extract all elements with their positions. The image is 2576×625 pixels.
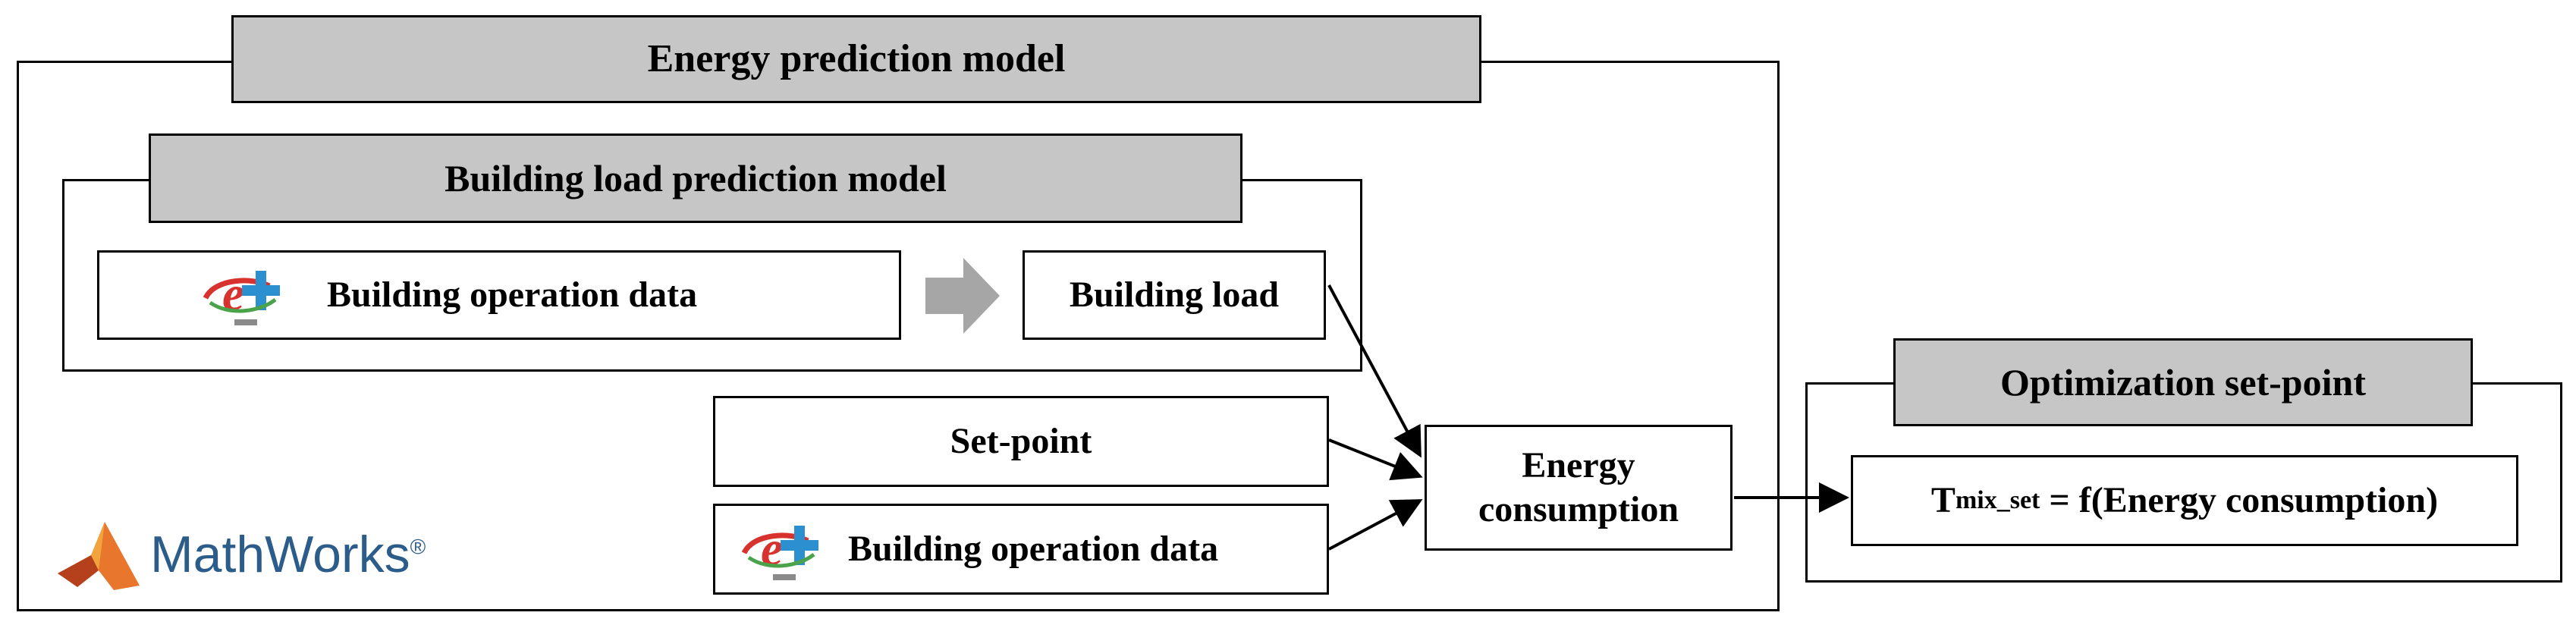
building-load-box: Building load (1023, 250, 1326, 340)
building-load-model-header: Building load prediction model (149, 133, 1242, 223)
svg-text:e: e (222, 266, 244, 322)
mathworks-membrane-icon (58, 522, 140, 590)
building-load-model-title: Building load prediction model (445, 157, 947, 199)
formula-expression: = f(Energy consumption) (2040, 480, 2439, 521)
optimization-header: Optimization set-point (1893, 338, 2473, 426)
optimization-title: Optimization set-point (2000, 361, 2366, 404)
energyplus-logo-icon-2: e (738, 518, 829, 585)
mathworks-wordmark: MathWorks® (150, 525, 426, 584)
formula-subscript: mix_set (1955, 485, 2040, 514)
building-operation-data-label-2: Building operation data (848, 529, 1219, 570)
svg-text:e: e (761, 521, 783, 576)
formula-variable: T (1930, 480, 1956, 521)
setpoint-label: Set-point (950, 421, 1092, 462)
building-load-label: Building load (1069, 275, 1280, 316)
mathworks-registered: ® (410, 535, 426, 559)
energy-prediction-model-title: Energy prediction model (647, 36, 1066, 80)
energy-consumption-box: Energy consumption (1425, 425, 1733, 551)
energy-consumption-label: Energy consumption (1478, 445, 1679, 529)
setpoint-box: Set-point (713, 396, 1329, 487)
energy-prediction-model-header: Energy prediction model (231, 15, 1481, 103)
mathworks-name: MathWorks (150, 526, 410, 583)
building-operation-data-box: e Building operation data (97, 250, 901, 340)
building-operation-data-box-2: e Building operation data (713, 504, 1329, 595)
energyplus-logo-icon: e (199, 263, 291, 330)
building-operation-data-label: Building operation data (327, 275, 698, 316)
mathworks-logo: MathWorks® (55, 514, 479, 598)
